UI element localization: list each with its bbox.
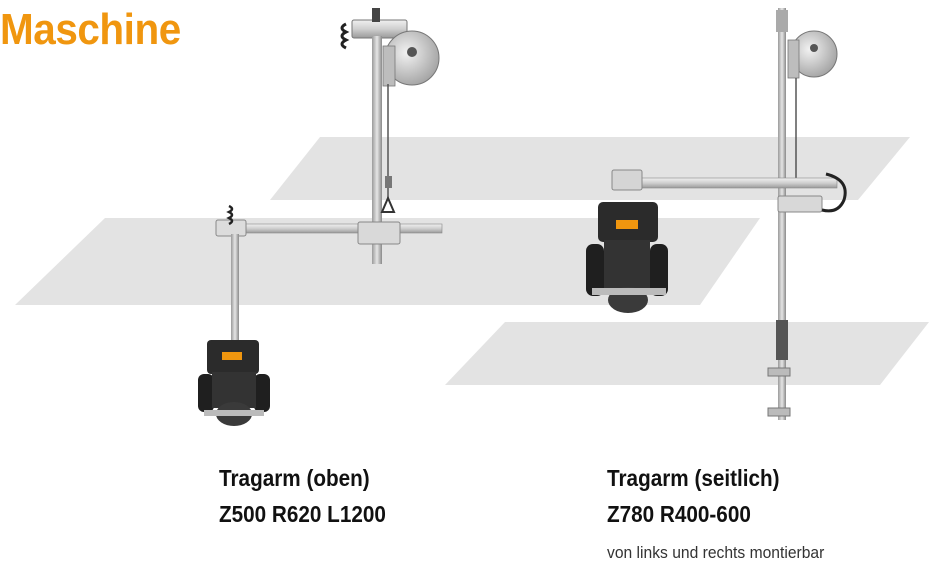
side-mounted-arm-illustration xyxy=(586,8,847,420)
tool-left xyxy=(198,340,270,426)
product-illustrations xyxy=(15,8,929,426)
ceiling-mounted-arm-illustration xyxy=(198,8,443,426)
floor-plane-lower xyxy=(445,322,929,385)
product-code: Z780 R400-600 xyxy=(607,501,751,527)
mounting-note: von links und rechts montierbar xyxy=(607,543,825,562)
product-name: Tragarm (oben) xyxy=(219,465,370,491)
floor-plane-middle xyxy=(15,218,760,305)
floor-plane-upper xyxy=(270,137,910,200)
product-code: Z500 R620 L1200 xyxy=(219,501,386,527)
tool-right xyxy=(586,202,668,313)
product-caption-side-mounted: Tragarm (seitlich) Z780 R400-600 xyxy=(607,460,780,532)
product-caption-top-mounted: Tragarm (oben) Z500 R620 L1200 xyxy=(219,460,386,532)
product-name: Tragarm (seitlich) xyxy=(607,465,780,491)
page-title: Maschine xyxy=(0,5,181,54)
